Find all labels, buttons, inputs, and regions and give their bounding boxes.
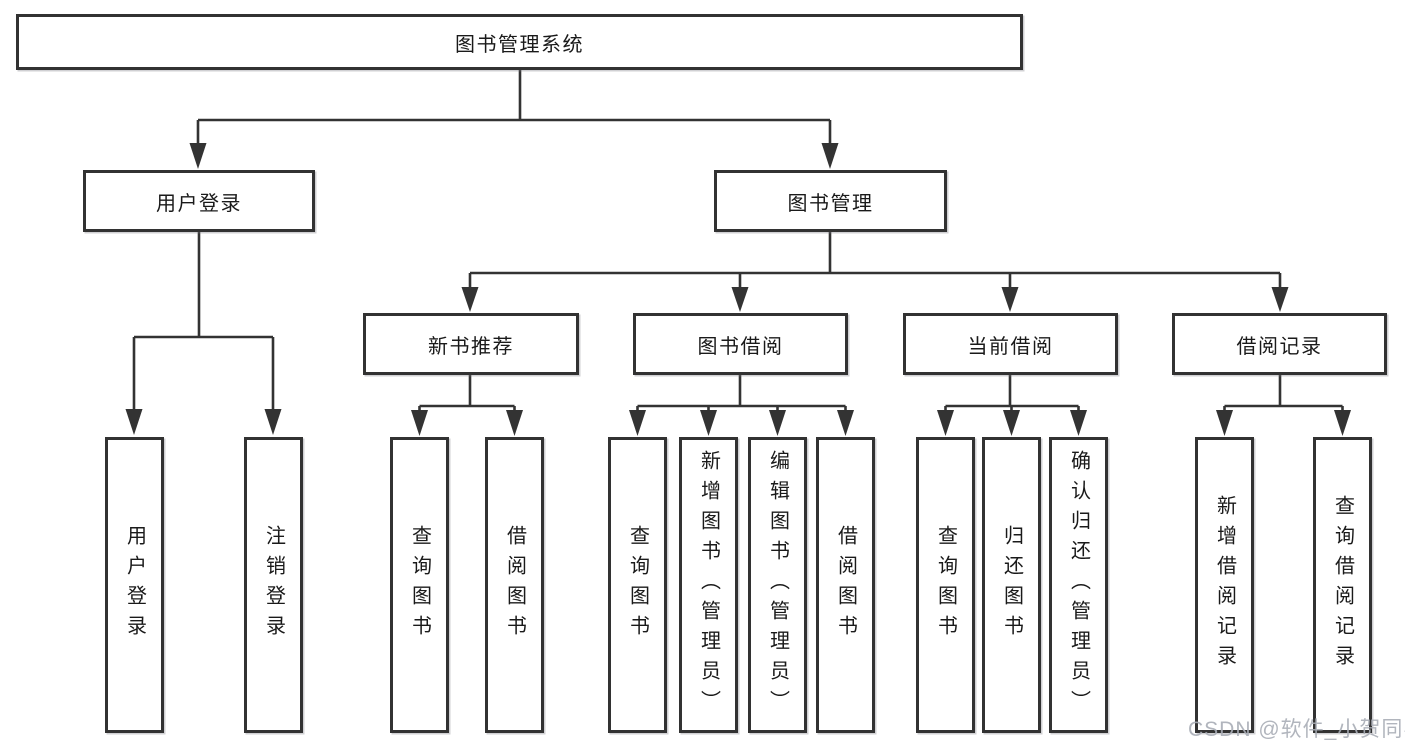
leaf-logout-label: 注销登录 [262, 525, 285, 645]
leaf-nbr-query-books: 查询图书 [390, 437, 449, 733]
leaf-cb-confirm-return-admin-label: 确认归还（管理员） [1067, 450, 1090, 720]
leaf-nbr-borrow-books: 借阅图书 [485, 437, 544, 733]
leaf-cb-confirm-return-admin: 确认归还（管理员） [1049, 437, 1108, 733]
node-borrowing-records: 借阅记录 [1172, 313, 1387, 375]
leaf-nbr-query-books-label: 查询图书 [408, 525, 431, 645]
leaf-bb-borrow-books-label: 借阅图书 [834, 525, 857, 645]
node-user-login: 用户登录 [83, 170, 315, 232]
leaf-logout: 注销登录 [244, 437, 303, 733]
edge-book-borrowing-split [629, 375, 854, 436]
edge-book-management-split [461, 232, 1289, 312]
edge-current-borrowing-split [937, 375, 1087, 436]
leaf-bb-query-books-label: 查询图书 [626, 525, 649, 645]
node-book-borrowing-label: 图书借阅 [697, 335, 784, 358]
leaf-br-query-record: 查询借阅记录 [1313, 437, 1372, 733]
leaf-bb-borrow-books: 借阅图书 [816, 437, 875, 733]
leaf-user-login: 用户登录 [105, 437, 164, 733]
node-new-book-recommend: 新书推荐 [363, 313, 579, 375]
leaf-cb-query-books-label: 查询图书 [934, 525, 957, 645]
leaf-br-query-record-label: 查询借阅记录 [1331, 495, 1354, 675]
leaf-br-add-record: 新增借阅记录 [1195, 437, 1254, 733]
edge-borrowing-records-split [1216, 375, 1351, 436]
node-current-borrowing-label: 当前借阅 [967, 335, 1054, 358]
node-current-borrowing: 当前借阅 [903, 313, 1118, 375]
leaf-bb-edit-books-admin: 编辑图书（管理员） [748, 437, 807, 733]
leaf-cb-return-books: 归还图书 [982, 437, 1041, 733]
node-new-book-recommend-label: 新书推荐 [428, 335, 514, 358]
edge-root-split [189, 70, 839, 169]
leaf-bb-edit-books-admin-label: 编辑图书（管理员） [766, 450, 789, 720]
leaf-cb-return-books-label: 归还图书 [1000, 525, 1023, 645]
leaf-cb-query-books: 查询图书 [916, 437, 975, 733]
node-book-management: 图书管理 [714, 170, 947, 232]
leaf-bb-add-books-admin: 新增图书（管理员） [679, 437, 738, 733]
edge-new-book-recommend-split [411, 375, 523, 436]
leaf-bb-query-books: 查询图书 [608, 437, 667, 733]
leaf-user-login-label: 用户登录 [123, 525, 146, 645]
node-book-borrowing: 图书借阅 [633, 313, 848, 375]
node-book-management-label: 图书管理 [787, 192, 874, 215]
leaf-br-add-record-label: 新增借阅记录 [1213, 495, 1236, 675]
node-root-label: 图书管理系统 [455, 33, 584, 56]
node-root: 图书管理系统 [16, 14, 1023, 70]
leaf-bb-add-books-admin-label: 新增图书（管理员） [697, 450, 720, 720]
csdn-watermark: CSDN @软件_小贺同学 [1188, 718, 1405, 741]
edge-user-login-split [125, 232, 282, 435]
node-user-login-label: 用户登录 [156, 192, 242, 215]
leaf-nbr-borrow-books-label: 借阅图书 [503, 525, 526, 645]
node-borrowing-records-label: 借阅记录 [1236, 335, 1323, 358]
